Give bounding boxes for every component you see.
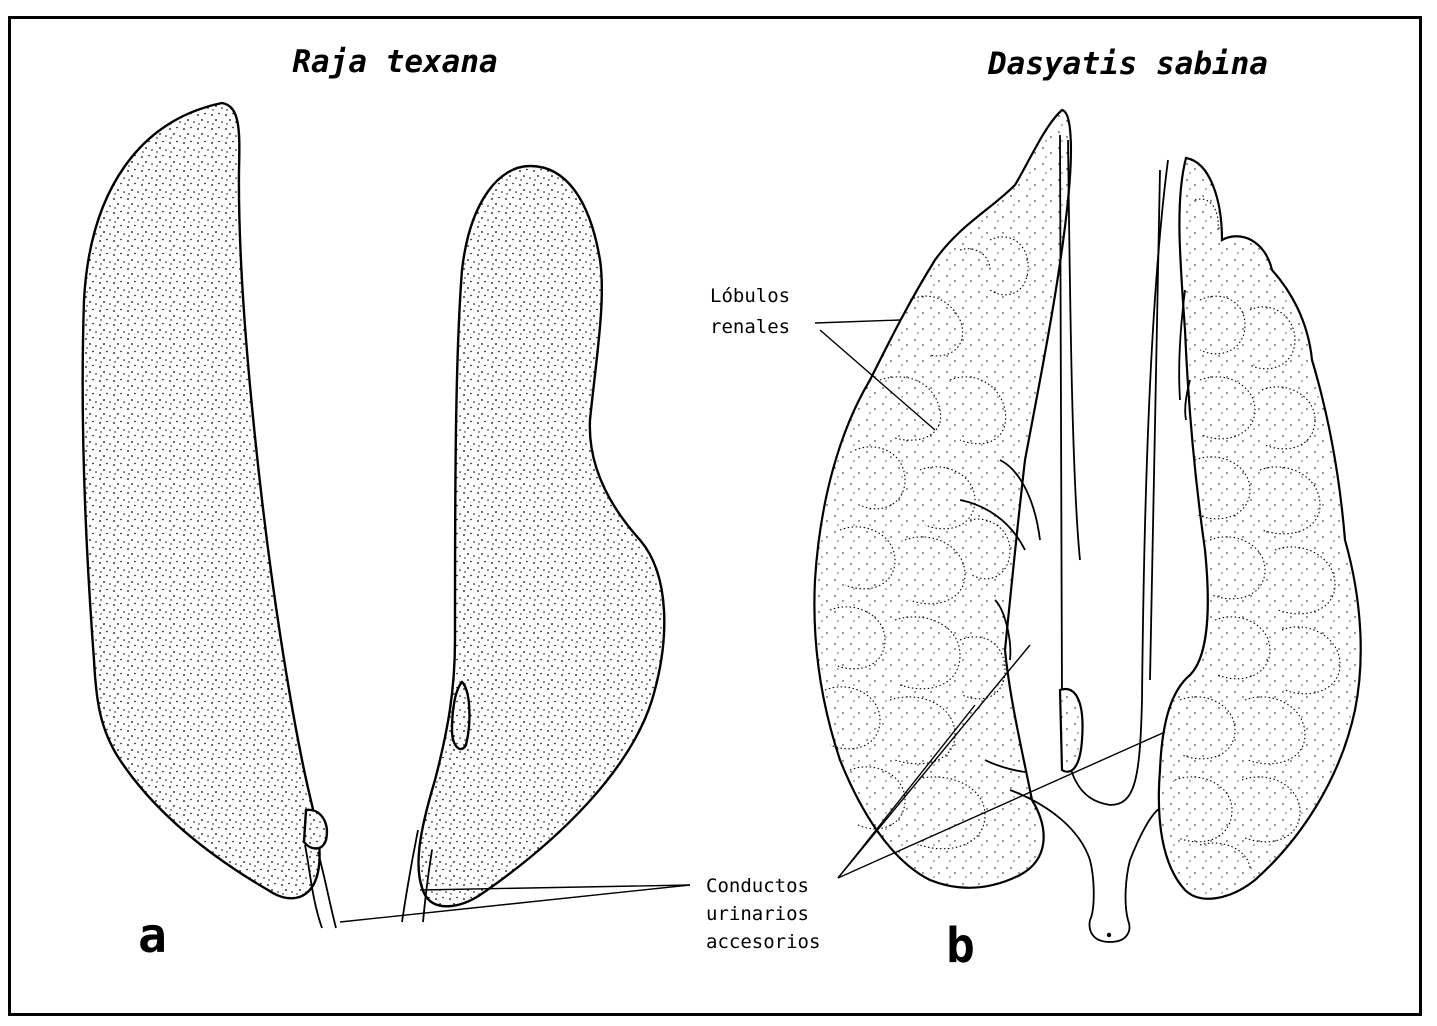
panel-label-b: b bbox=[946, 918, 975, 974]
label-lobulos-renales: Lóbulos renales bbox=[710, 285, 790, 338]
label-conductos-line3: accesorios bbox=[706, 931, 820, 953]
dasyatis-central-lobe bbox=[1060, 689, 1083, 772]
raja-left-kidney bbox=[83, 103, 327, 898]
dasyatis-right-kidney bbox=[1159, 158, 1361, 899]
label-conductos-line1: Conductos bbox=[706, 875, 809, 897]
label-lobulos-line2: renales bbox=[710, 316, 790, 338]
label-conductos-urinarios: Conductos urinarios accesorios bbox=[706, 875, 820, 953]
title-dasyatis-sabina: Dasyatis sabina bbox=[987, 46, 1268, 82]
label-conductos-line2: urinarios bbox=[706, 903, 809, 925]
label-lobulos-line1: Lóbulos bbox=[710, 285, 790, 307]
raja-right-kidney bbox=[418, 166, 664, 906]
dasyatis-left-kidney bbox=[814, 110, 1071, 888]
panel-label-a: a bbox=[138, 908, 167, 964]
title-raja-texana: Raja texana bbox=[292, 44, 497, 80]
